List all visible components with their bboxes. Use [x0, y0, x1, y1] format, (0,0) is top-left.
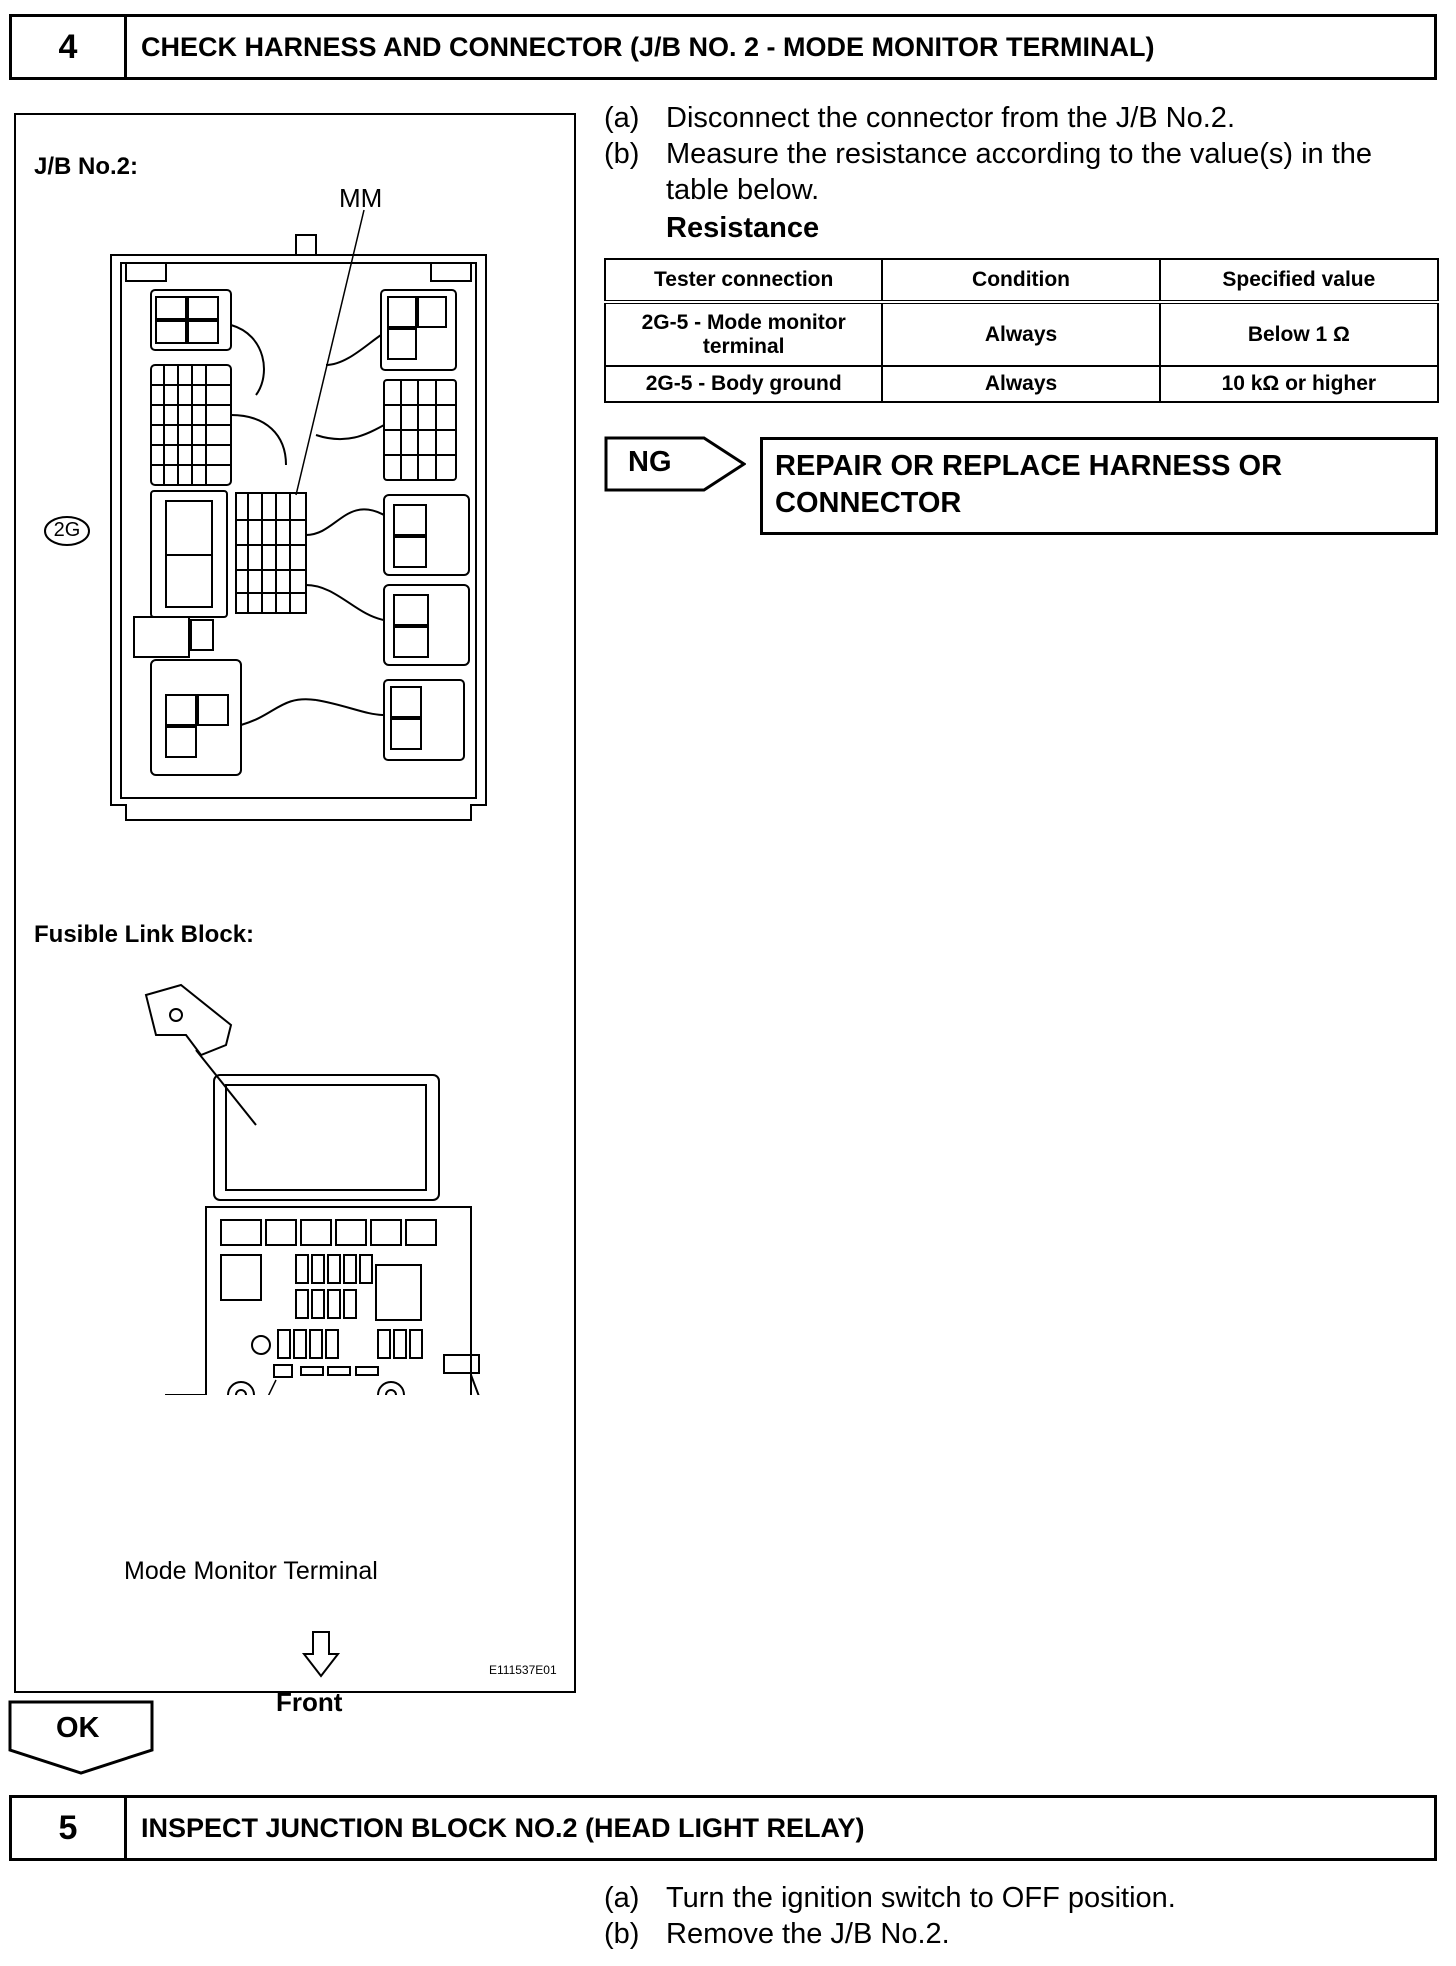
table-row: 2G-5 - Body ground Always 10 kΩ or highe…	[603, 365, 1440, 403]
step-number: 5	[12, 1798, 127, 1858]
step-title: INSPECT JUNCTION BLOCK NO.2 (HEAD LIGHT …	[141, 1812, 865, 1843]
fusible-link-label: Fusible Link Block:	[34, 921, 255, 948]
mm-label: MM	[339, 183, 383, 213]
table-cell: Always	[881, 365, 1161, 403]
instruction-b: (b) Measure the resistance according to …	[604, 138, 1373, 206]
ng-tag	[604, 436, 746, 492]
step-5-header: 5 INSPECT JUNCTION BLOCK NO.2 (HEAD LIGH…	[9, 1795, 1437, 1861]
step-number: 4	[12, 17, 127, 77]
instruction-a: (a) Disconnect the connector from the J/…	[604, 102, 1235, 134]
fusible-link-diagram	[144, 983, 480, 1395]
table-header-row: Tester connection Condition Specified va…	[603, 258, 1440, 304]
table-header: Tester connection	[603, 258, 884, 304]
table-cell: Always	[881, 301, 1161, 367]
ng-action-line: REPAIR OR REPLACE HARNESS OR	[775, 450, 1283, 482]
jb-label: J/B No.2:	[34, 153, 139, 180]
down-arrow-icon	[301, 1631, 341, 1678]
table-cell: 2G-5 - Body ground	[603, 365, 884, 403]
mode-monitor-terminal-label: Mode Monitor Terminal	[124, 1557, 378, 1585]
figure-code: E111537E01	[489, 1663, 557, 1677]
table-header: Condition	[881, 258, 1161, 304]
front-label: Front	[276, 1687, 343, 1717]
table-header: Specified value	[1158, 258, 1440, 304]
table-row: 2G-5 - Mode monitor terminal Always Belo…	[603, 301, 1440, 367]
ng-action-box: REPAIR OR REPLACE HARNESS OR CONNECTOR	[760, 437, 1438, 535]
table-cell: Below 1 Ω	[1158, 301, 1440, 367]
step5-instruction-a: (a) Turn the ignition switch to OFF posi…	[604, 1882, 1176, 1914]
step5-instruction-b: (b) Remove the J/B No.2.	[604, 1918, 950, 1950]
jb-diagram	[44, 209, 487, 821]
ng-action-line: CONNECTOR	[775, 487, 962, 519]
resistance-table: Tester connection Condition Specified va…	[603, 258, 1440, 403]
step-4-header: 4 CHECK HARNESS AND CONNECTOR (J/B NO. 2…	[9, 14, 1437, 80]
ok-label: OK	[56, 1712, 100, 1744]
resistance-heading: Resistance	[666, 212, 820, 244]
table-cell: 2G-5 - Mode monitor terminal	[603, 301, 884, 367]
table-cell: 10 kΩ or higher	[1158, 365, 1440, 403]
connector-2g-label: 2G	[53, 519, 81, 541]
figure-panel: J/B No.2: MM	[14, 113, 576, 1717]
ok-tag	[8, 1700, 154, 1775]
step-title: CHECK HARNESS AND CONNECTOR (J/B NO. 2 -…	[141, 31, 1155, 62]
ng-label: NG	[628, 446, 672, 478]
